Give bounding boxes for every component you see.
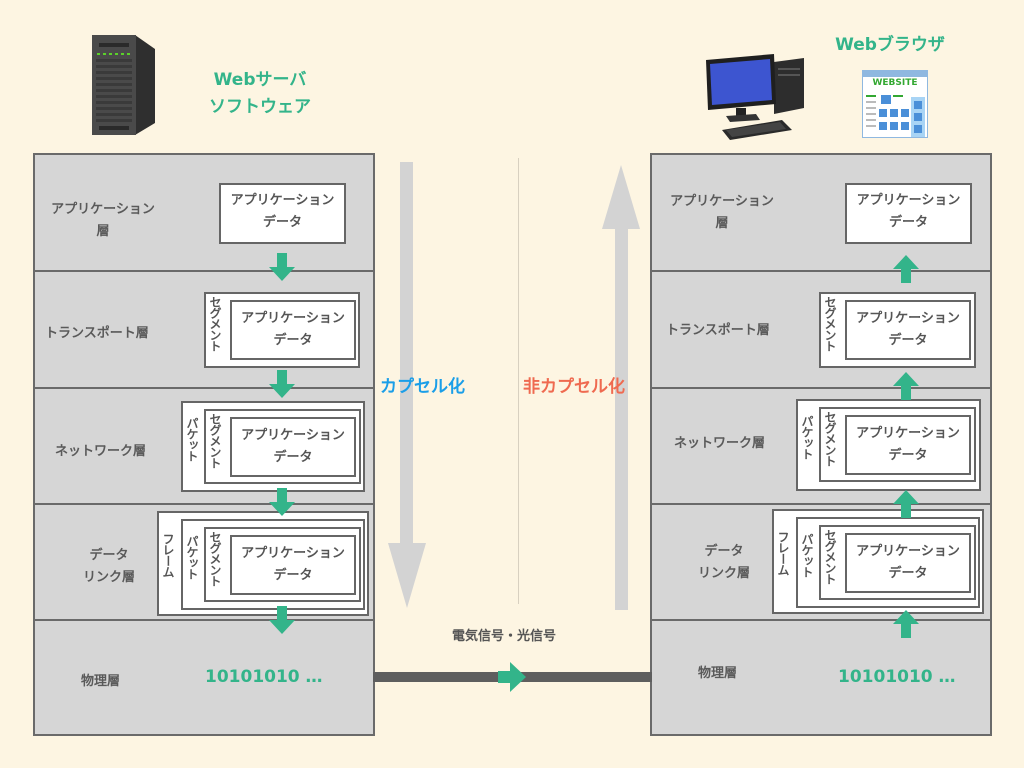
encapsulation-arrow-icon — [388, 162, 426, 608]
decapsulation-arrow-icon — [602, 165, 640, 610]
segment-header-label: セグメント — [823, 529, 837, 584]
packet-box: パケット セグメント アプリケーションデータ — [181, 401, 365, 492]
sender-application-layer: アプリケーション層 アプリケーションデータ — [35, 155, 373, 272]
layer-label: データリンク層 — [82, 548, 135, 585]
segment-box: セグメント アプリケーションデータ — [819, 292, 976, 368]
sender-datalink-layer: データリンク層 フレーム パケット セグメント アプリケーションデータ — [35, 505, 373, 621]
application-data-box: アプリケーションデータ — [845, 415, 971, 475]
decapsulation-label: 非カプセル化 — [523, 377, 625, 397]
frame-header-label: フレーム — [776, 531, 790, 575]
frame-header-label: フレーム — [161, 533, 175, 577]
layer-label: データリンク層 — [697, 544, 750, 581]
segment-header-label: セグメント — [208, 413, 222, 468]
up-arrow-icon — [893, 372, 919, 400]
encapsulation-label: カプセル化 — [380, 377, 465, 397]
layer-label: ネットワーク層 — [55, 444, 147, 459]
website-window-icon: WEBSITE — [862, 70, 928, 138]
receiver-datalink-layer: データリンク層 フレーム パケット セグメント アプリケーションデータ — [652, 505, 990, 621]
segment-header-label: セグメント — [208, 531, 222, 586]
packet-header-label: パケット — [800, 415, 814, 459]
layer-label: アプリケーション層 — [51, 202, 155, 239]
application-data-box: アプリケーションデータ — [230, 535, 356, 595]
receiver-protocol-stack: アプリケーション層 アプリケーションデータ トランスポート層 セグメント アプリ… — [650, 153, 992, 736]
receiver-application-layer: アプリケーション層 アプリケーションデータ — [652, 155, 990, 272]
sender-protocol-stack: アプリケーション層 アプリケーションデータ トランスポート層 セグメント アプリ… — [33, 153, 375, 736]
sender-network-layer: ネットワーク層 パケット セグメント アプリケーションデータ — [35, 389, 373, 505]
application-data-box: アプリケーションデータ — [219, 183, 346, 244]
desktop-computer-icon — [704, 52, 808, 142]
up-arrow-icon — [893, 610, 919, 638]
layer-label: ネットワーク層 — [674, 436, 766, 451]
website-logo: WEBSITE — [872, 78, 918, 88]
application-data-box: アプリケーションデータ — [230, 417, 356, 477]
physical-bits: 10101010 … — [838, 667, 956, 687]
frame-box: フレーム パケット セグメント アプリケーションデータ — [772, 509, 984, 614]
receiver-physical-layer: 物理層 10101010 … — [652, 621, 990, 736]
segment-header-label: セグメント — [823, 411, 837, 466]
receiver-transport-layer: トランスポート層 セグメント アプリケーションデータ — [652, 272, 990, 389]
up-arrow-icon — [893, 255, 919, 283]
center-divider — [518, 158, 519, 604]
segment-header-label: セグメント — [208, 296, 222, 351]
down-arrow-icon — [269, 606, 295, 634]
sender-physical-layer: 物理層 10101010 … — [35, 621, 373, 736]
physical-bits: 10101010 … — [205, 667, 323, 687]
segment-box: セグメント アプリケーションデータ — [819, 525, 976, 600]
application-data-box: アプリケーションデータ — [845, 183, 972, 244]
segment-box: セグメント アプリケーションデータ — [204, 409, 361, 484]
packet-header-label: パケット — [185, 535, 199, 579]
down-arrow-icon — [269, 253, 295, 281]
up-arrow-icon — [893, 490, 919, 518]
application-data-box: アプリケーションデータ — [845, 300, 971, 360]
server-title-line1: Webサーバ — [213, 70, 307, 90]
application-data-box: アプリケーションデータ — [230, 300, 356, 360]
layer-label: トランスポート層 — [45, 326, 149, 341]
sender-transport-layer: トランスポート層 セグメント アプリケーションデータ — [35, 272, 373, 389]
segment-box: セグメント アプリケーションデータ — [204, 527, 361, 602]
frame-box: フレーム パケット セグメント アプリケーションデータ — [157, 511, 369, 616]
down-arrow-icon — [269, 488, 295, 516]
packet-box: パケット セグメント アプリケーションデータ — [796, 517, 980, 608]
layer-label: アプリケーション層 — [670, 194, 774, 231]
layer-label: 物理層 — [81, 674, 121, 689]
server-tower-icon — [91, 35, 155, 135]
layer-label: トランスポート層 — [666, 323, 770, 338]
server-title-line2: ソフトウェア — [209, 97, 311, 117]
packet-box: パケット セグメント アプリケーションデータ — [181, 519, 365, 610]
signal-label: 電気信号・光信号 — [452, 629, 557, 644]
segment-box: セグメント アプリケーションデータ — [819, 407, 976, 482]
server-title: Webサーバ ソフトウェア — [200, 67, 320, 121]
packet-header-label: パケット — [185, 417, 199, 461]
down-arrow-icon — [269, 370, 295, 398]
application-data-box: アプリケーションデータ — [845, 533, 971, 593]
packet-box: パケット セグメント アプリケーションデータ — [796, 399, 981, 491]
segment-header-label: セグメント — [823, 296, 837, 351]
layer-label: 物理層 — [698, 666, 738, 681]
browser-title: Webブラウザ — [835, 35, 945, 55]
right-arrow-icon — [498, 662, 526, 692]
receiver-network-layer: ネットワーク層 パケット セグメント アプリケーションデータ — [652, 389, 990, 505]
packet-header-label: パケット — [800, 533, 814, 577]
segment-box: セグメント アプリケーションデータ — [204, 292, 360, 368]
